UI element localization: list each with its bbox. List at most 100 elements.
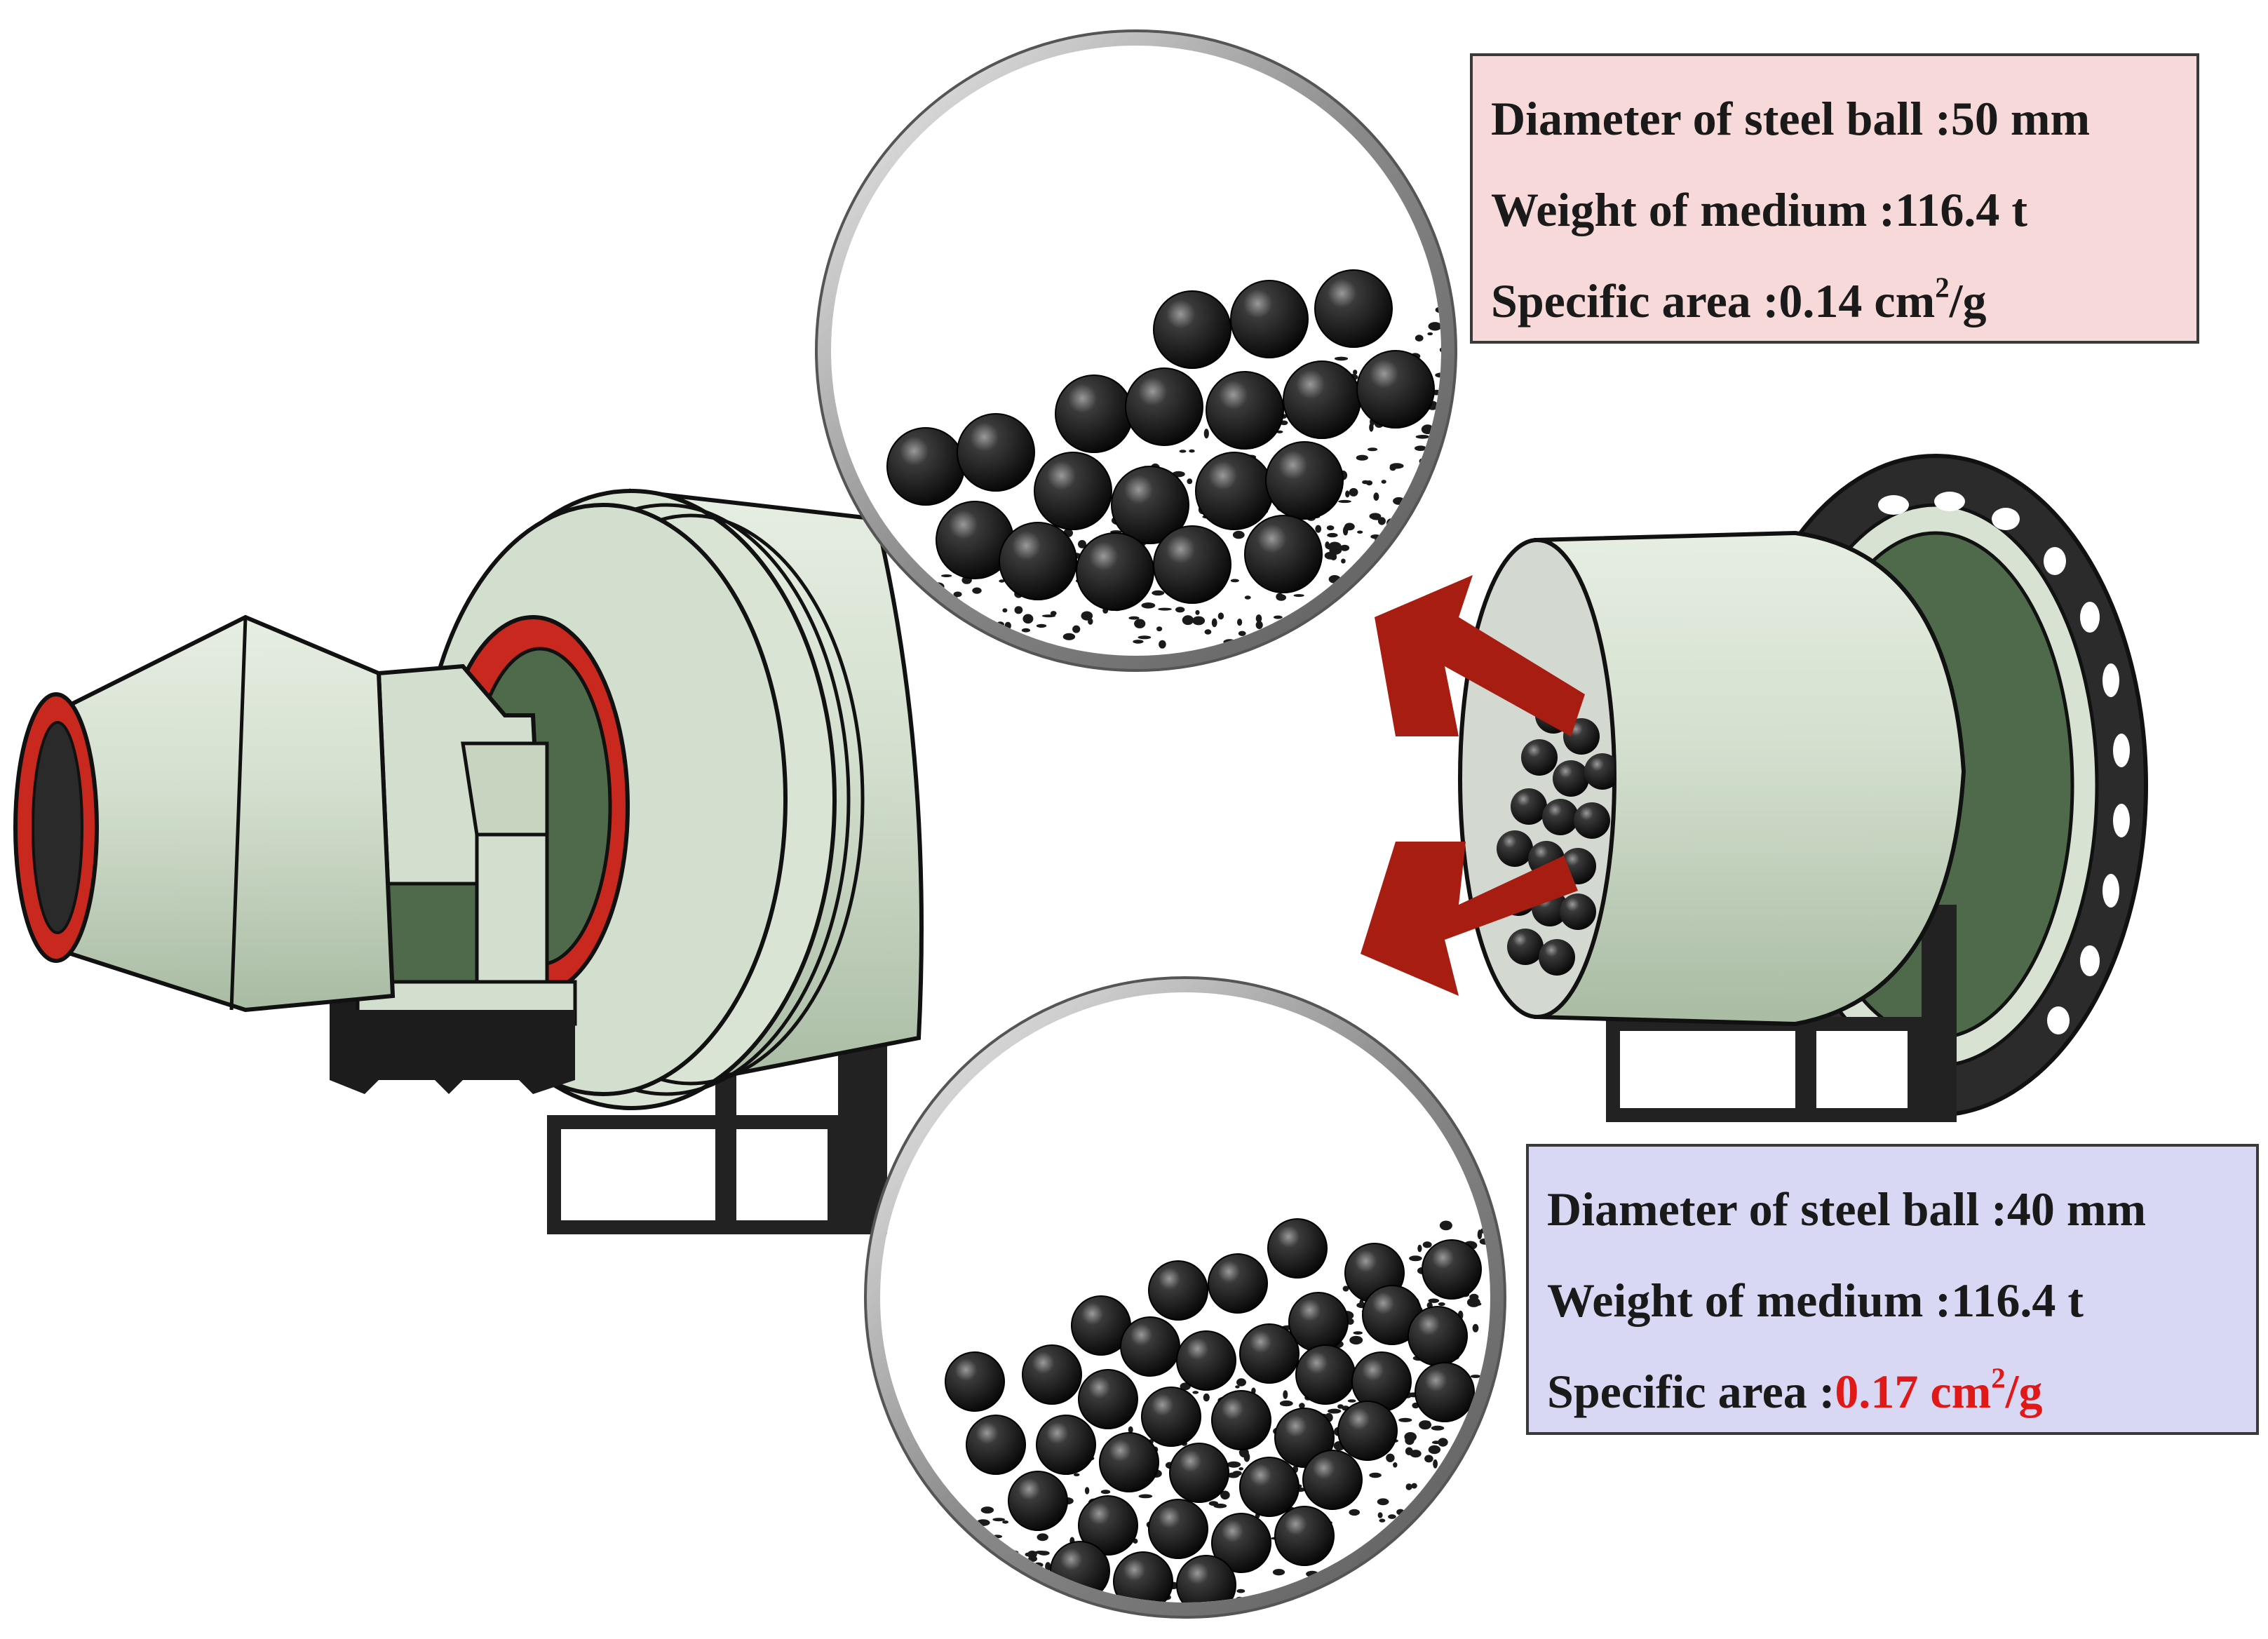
- steel-ball: [1265, 441, 1344, 520]
- fine-particle: [1227, 1461, 1241, 1468]
- fine-particle: [1406, 1578, 1417, 1583]
- fine-particle: [974, 1589, 980, 1598]
- fine-particle: [1010, 1571, 1017, 1576]
- steel-ball: [1055, 375, 1133, 453]
- steel-ball: [1148, 1260, 1208, 1321]
- fine-particle: [1062, 633, 1076, 640]
- fine-particle: [1328, 618, 1335, 628]
- fine-particle: [1002, 1520, 1009, 1524]
- fine-particle: [1377, 1498, 1389, 1506]
- left-mill-gearbox: [356, 663, 577, 1026]
- fine-particle: [964, 1574, 975, 1584]
- steel-ball: [966, 1415, 1026, 1475]
- fine-particle: [1379, 1518, 1386, 1523]
- fine-particle: [1346, 1581, 1353, 1591]
- fine-particle: [1466, 1297, 1480, 1307]
- fine-particle: [972, 587, 982, 594]
- fine-particle: [1045, 1562, 1051, 1572]
- fine-particle: [1141, 602, 1156, 609]
- fine-particle: [1484, 1558, 1490, 1565]
- steel-ball: [1169, 1443, 1229, 1503]
- steel-ball: [1356, 350, 1435, 429]
- fine-particle: [933, 607, 942, 613]
- fine-particle: [1073, 1473, 1080, 1476]
- fine-particle: [1022, 614, 1034, 624]
- fine-particle: [1432, 1441, 1440, 1445]
- fine-particle: [1334, 356, 1349, 361]
- red-arrows: [1361, 575, 1585, 996]
- fine-particle: [1443, 1547, 1450, 1553]
- fine-particle: [1342, 526, 1349, 536]
- steel-ball: [1267, 1218, 1328, 1279]
- fine-particle: [1203, 429, 1209, 439]
- steel-ball: [1230, 280, 1309, 358]
- fine-particle: [990, 1572, 999, 1579]
- steel-ball: [1206, 371, 1284, 450]
- fine-particle: [1187, 478, 1193, 485]
- steel-ball: [1337, 1401, 1398, 1461]
- fine-particle: [1417, 1244, 1422, 1253]
- fine-particle: [1460, 1568, 1468, 1577]
- fine-particle: [1357, 530, 1363, 534]
- fine-particle: [1433, 1459, 1438, 1469]
- fine-particle: [1389, 549, 1396, 554]
- weight-row: Weight of medium : 116.4 t: [1547, 1255, 2238, 1346]
- steel-ball: [1022, 1344, 1082, 1405]
- fine-particle: [1384, 1568, 1396, 1578]
- fine-particle: [1377, 1512, 1383, 1518]
- fine-particle: [1456, 1551, 1467, 1559]
- fine-particle: [910, 596, 920, 602]
- diameter-row: Diameter of steel ball : 40 mm: [1547, 1164, 2238, 1255]
- fine-particle: [1418, 567, 1432, 572]
- weight-value: 116.4 t: [1951, 1274, 2084, 1327]
- bottom-magnifier: [864, 976, 1506, 1619]
- steel-ball: [1176, 1555, 1236, 1603]
- fine-particle: [1428, 322, 1441, 331]
- steel-ball: [1422, 1239, 1482, 1300]
- fine-particle: [1433, 532, 1441, 537]
- fine-particle: [1255, 621, 1263, 629]
- fine-particle: [1314, 1591, 1328, 1598]
- fine-particle: [1470, 1375, 1481, 1378]
- fine-particle: [1370, 1560, 1375, 1565]
- fine-particle: [1158, 607, 1172, 611]
- fine-particle: [1023, 1602, 1038, 1603]
- fine-particle: [1427, 332, 1433, 336]
- fine-particle: [1347, 639, 1360, 647]
- fine-particle: [1192, 1391, 1199, 1394]
- fine-particle: [1192, 616, 1206, 626]
- steel-ball: [1274, 1408, 1335, 1468]
- fine-particle: [1345, 490, 1350, 498]
- fine-particle: [1230, 579, 1239, 583]
- top-magnifier-ring: [817, 32, 1455, 670]
- fine-particle: [1480, 1446, 1490, 1456]
- fine-particle: [1388, 1514, 1396, 1519]
- fine-particle: [1349, 487, 1358, 497]
- fine-particle: [1349, 1509, 1360, 1516]
- fine-particle: [1436, 1541, 1442, 1551]
- fine-particle: [1293, 594, 1304, 598]
- fine-particle: [1227, 1472, 1240, 1478]
- fine-particle: [957, 638, 967, 644]
- fine-particle: [1409, 1255, 1422, 1262]
- fine-particle: [1238, 1467, 1244, 1471]
- left-ball-mill: [13, 488, 924, 1234]
- fine-particle: [1431, 509, 1441, 518]
- fine-particle: [1128, 616, 1140, 620]
- fine-particle: [974, 1567, 985, 1577]
- fine-particle: [1341, 558, 1346, 564]
- fine-particle: [1324, 626, 1337, 633]
- fine-particle: [963, 638, 972, 642]
- steel-ball: [1239, 1457, 1300, 1517]
- fine-particle: [1393, 1553, 1404, 1557]
- fine-particle: [1353, 1331, 1363, 1335]
- steel-ball: [1415, 1362, 1475, 1422]
- fine-particle: [1457, 1600, 1468, 1603]
- fine-particle: [1369, 513, 1382, 520]
- fine-particle: [1088, 618, 1093, 625]
- steel-ball: [1208, 1253, 1268, 1314]
- fine-particle: [1443, 1571, 1447, 1577]
- fine-particle: [1349, 1335, 1363, 1345]
- fine-particle: [1276, 594, 1286, 601]
